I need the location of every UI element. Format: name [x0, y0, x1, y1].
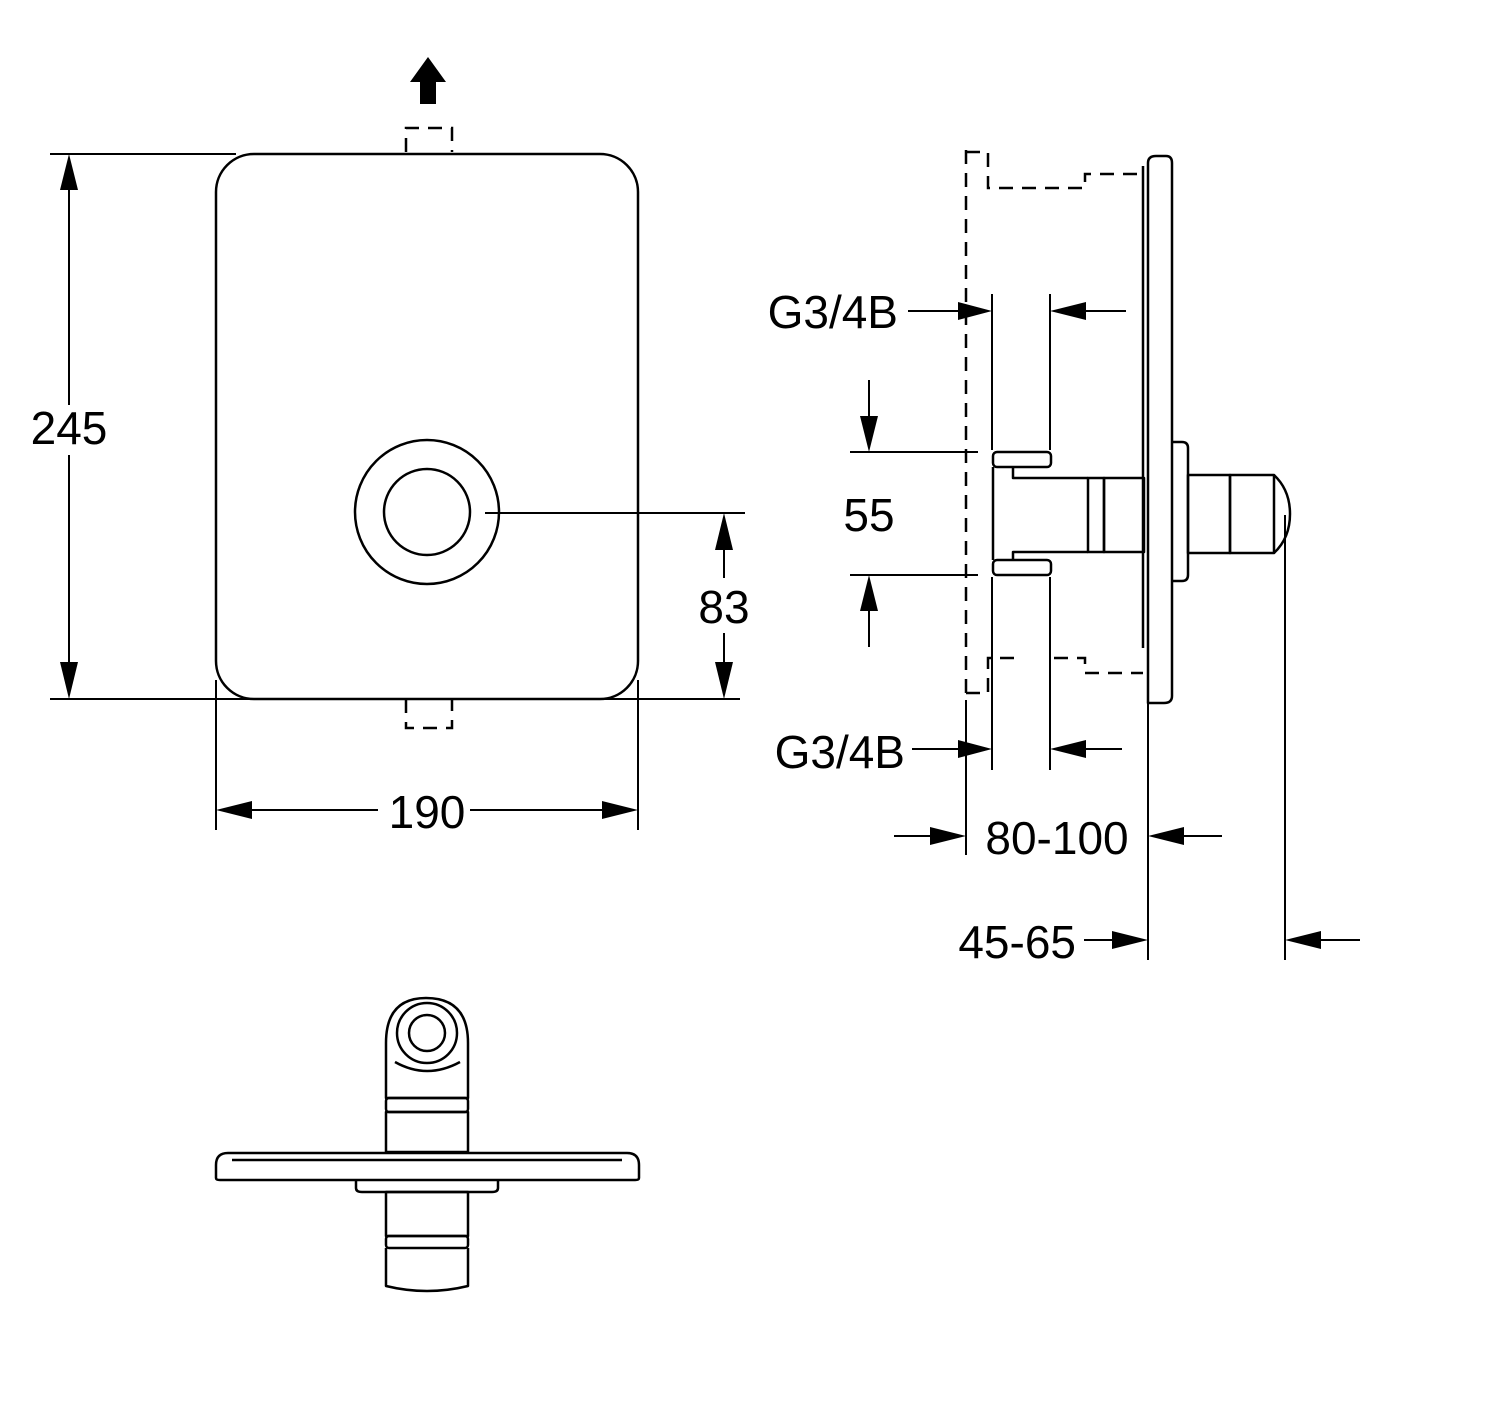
wall-depth-label: 80-100 — [985, 812, 1128, 864]
button-outer-ring — [353, 438, 501, 586]
dimension-45-65: 45-65 — [958, 515, 1360, 968]
side-view: G3/4B 55 G3/4B — [768, 150, 1360, 968]
top-view — [214, 996, 641, 1293]
cover-plate-side — [1146, 154, 1174, 705]
dimension-245: 245 — [31, 153, 740, 700]
flow-arrow-up-icon — [410, 57, 446, 104]
dimension-thread-top: G3/4B — [768, 286, 1126, 450]
dimension-55: 55 — [843, 380, 978, 647]
button-assembly-side — [1172, 440, 1292, 583]
spacing-label: 55 — [843, 489, 894, 541]
housing-top-hidden — [966, 150, 1143, 190]
dimension-80-100: 80-100 — [894, 700, 1222, 960]
thread-top-label: G3/4B — [768, 286, 898, 338]
cover-plate — [214, 152, 640, 701]
button-inner-ring — [382, 467, 472, 557]
thread-bottom-label: G3/4B — [775, 726, 905, 778]
bottom-connection-hidden — [404, 699, 454, 730]
dimension-thread-bottom: G3/4B — [775, 577, 1122, 778]
front-view: 245 83 190 — [31, 57, 750, 838]
top-connection-hidden — [404, 126, 454, 152]
dimension-center-height-label: 83 — [698, 581, 749, 633]
housing-bottom-hidden — [966, 656, 1143, 695]
dimension-83: 83 — [485, 512, 750, 699]
valve-body-side — [991, 450, 1146, 577]
valve-body-top — [384, 1190, 470, 1238]
dimension-190: 190 — [215, 680, 639, 838]
dimension-height-label: 245 — [31, 402, 108, 454]
button-housing-top — [384, 996, 470, 1100]
dimension-width-label: 190 — [389, 786, 466, 838]
projection-label: 45-65 — [958, 916, 1076, 968]
cover-plate-top — [214, 1151, 641, 1182]
